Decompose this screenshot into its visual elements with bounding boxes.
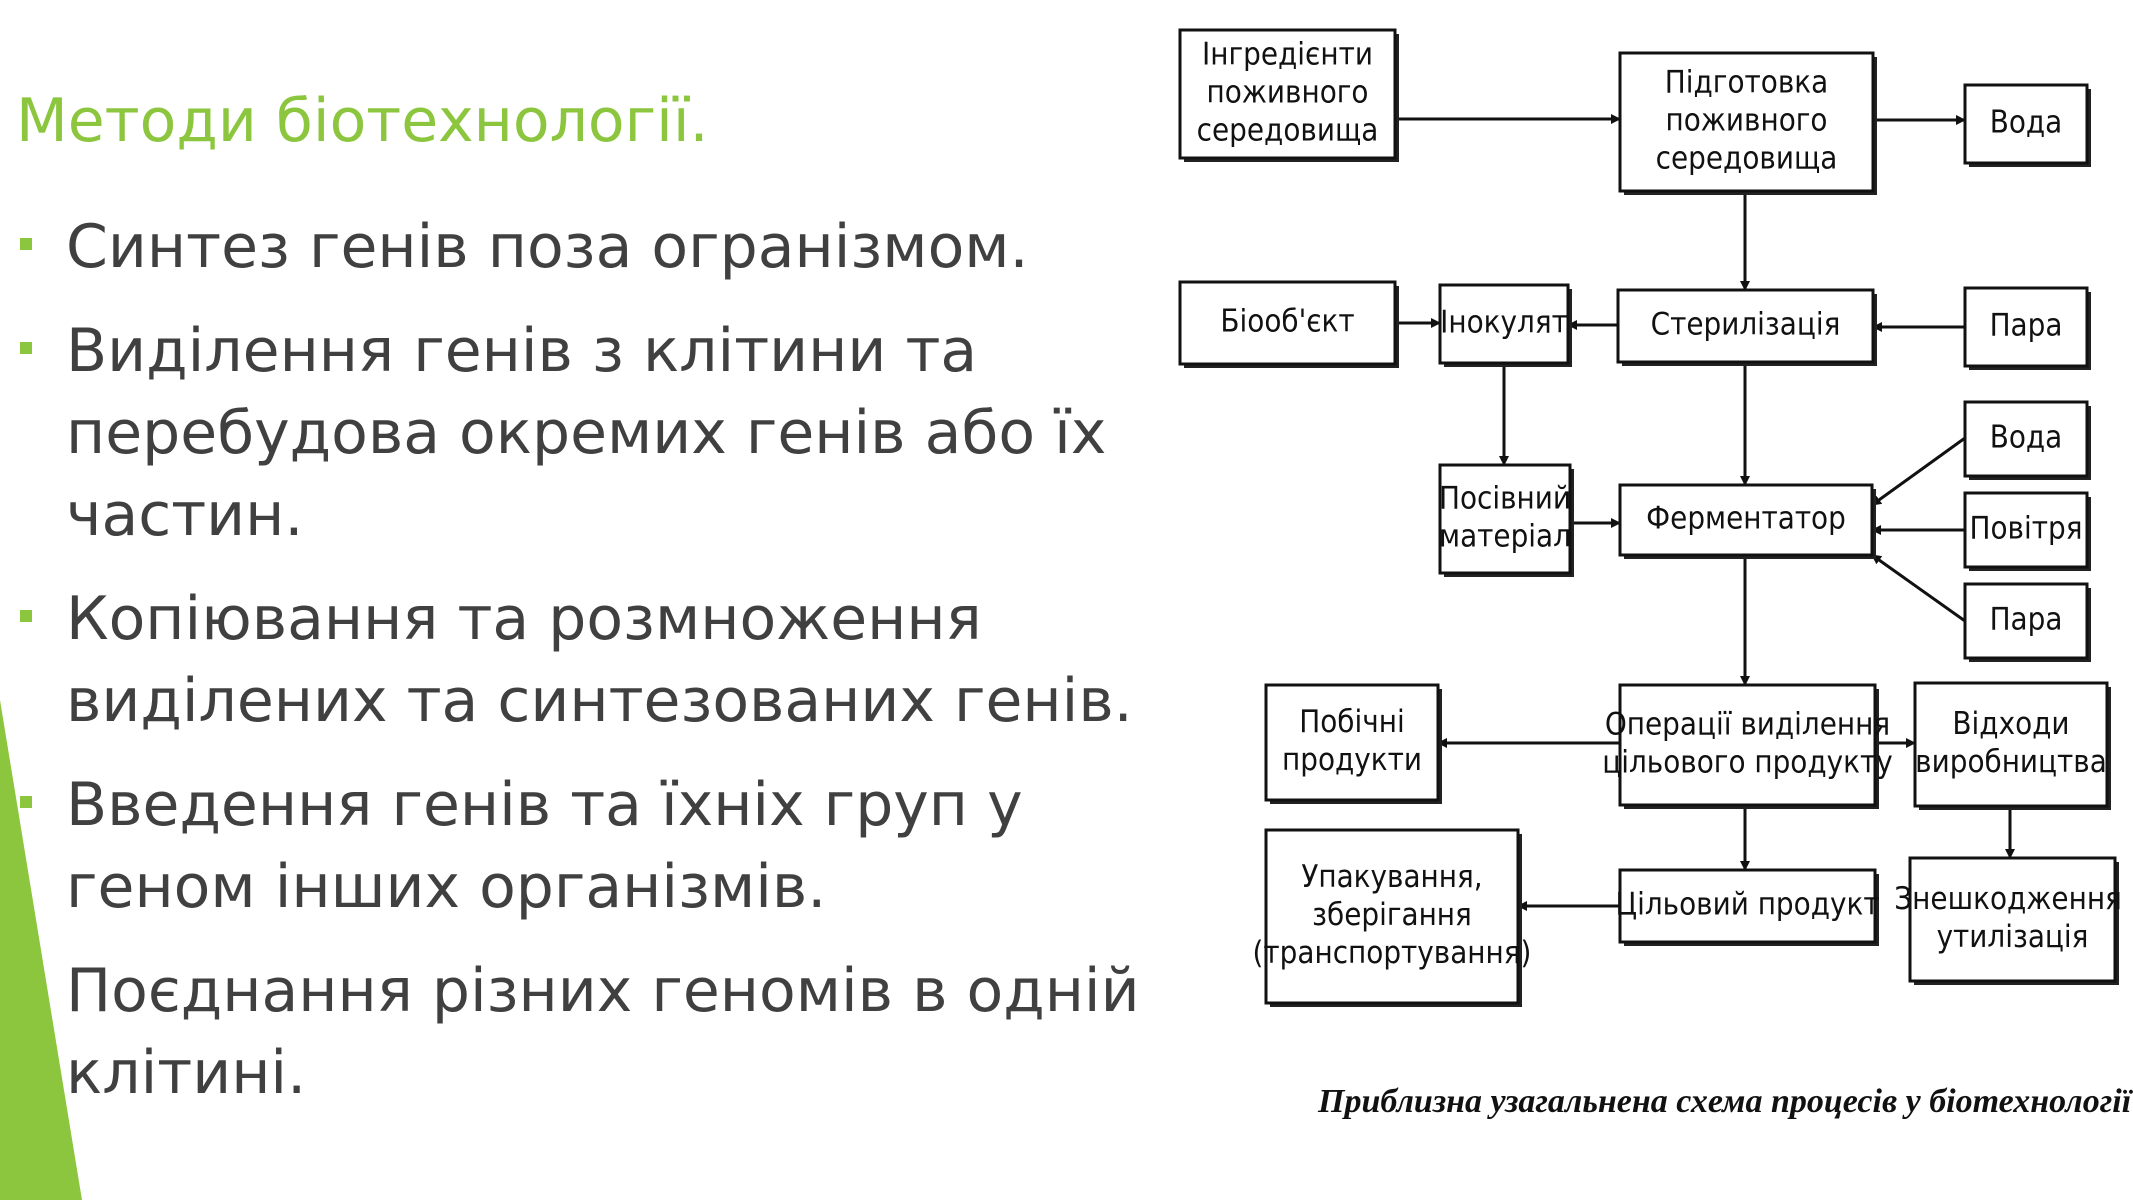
node-label: Цільовий продукт [1615,886,1879,922]
bullet-text: Введення генів та їхніх груп у геном інш… [66,770,1023,922]
flow-node-steam-top: Пара [1963,286,2091,370]
square-bullet-icon [20,342,32,354]
node-box [1264,683,1440,802]
node-label: Упакування, [1301,859,1482,895]
bullet-item: Введення генів та їхніх груп у геном інш… [20,764,1140,928]
node-label: поживного [1207,74,1369,110]
flow-node-packaging: Упакування,зберігання(транспортування) [1253,828,1532,1007]
node-label: (транспортування) [1253,935,1532,971]
flow-node-bioobject: Біооб'єкт [1178,280,1399,368]
flowchart-nodes: ІнгредієнтипоживногосередовищаПідготовка… [1178,28,2120,1007]
flow-node-air: Повітря [1963,491,2091,571]
node-box [1438,283,1570,365]
flow-node-water-mid: Вода [1963,400,2091,480]
node-box [1178,28,1397,160]
node-label: Інокулят [1440,304,1568,340]
node-label: середовища [1656,140,1838,176]
bullet-item: Копіювання та розмноження виділених та с… [20,578,1140,742]
flowchart-canvas: ІнгредієнтипоживногосередовищаПідготовка… [1178,28,2120,1007]
node-label: Вода [1990,104,2063,140]
node-label: Пара [1990,307,2063,343]
node-box [1618,683,1877,807]
flow-node-water-top: Вода [1963,83,2091,167]
bullet-item: Синтез генів поза огранізмом. [20,206,1140,288]
bullet-list: Синтез генів поза огранізмом. Виділення … [20,206,1140,1136]
flow-node-sterilization: Стерилізація [1616,288,1877,366]
node-label: поживного [1666,102,1828,138]
node-label: цільового продукту [1602,744,1893,780]
node-label: продукти [1282,742,1422,778]
bullet-item: Поєднання різних геномів в одній клітині… [20,950,1140,1114]
bullet-text: Поєднання різних геномів в одній клітині… [66,956,1140,1108]
node-box [1178,280,1397,366]
square-bullet-icon [20,610,32,622]
node-box [1618,51,1875,193]
node-label: утилізація [1937,919,2089,955]
node-label: Інгредієнти [1202,36,1373,72]
node-label: Повітря [1970,510,2083,546]
node-box [1908,856,2117,983]
node-label: Знешкодження, [1894,881,2120,917]
node-label: Стерилізація [1651,306,1841,342]
bullet-text: Копіювання та розмноження виділених та с… [66,584,1133,736]
node-box [1913,681,2109,808]
node-label: Біооб'єкт [1220,303,1354,339]
flow-node-fermenter: Ферментатор [1618,483,1876,559]
bullet-text: Синтез генів поза огранізмом. [66,212,1029,282]
square-bullet-icon [20,796,32,808]
node-label: Вода [1990,419,2063,455]
bullet-text: Виділення генів з клітини та перебудова … [66,316,1107,550]
node-label: Операції виділення [1605,706,1890,742]
node-box [1264,828,1520,1005]
diagram-caption: Приблизна узагальнена схема процесів у б… [1318,1083,2132,1120]
node-box [1618,483,1874,557]
node-box [1438,463,1572,575]
node-label: Ферментатор [1646,500,1846,536]
node-box [1616,288,1875,364]
flow-node-neutralization: Знешкодження,утилізація [1894,856,2120,985]
node-label: середовища [1197,112,1379,148]
square-bullet-icon [20,982,32,994]
node-label: матеріал [1439,518,1571,554]
node-label: Побічні [1299,704,1404,740]
node-box [1963,582,2089,660]
node-label: зберігання [1312,897,1472,933]
square-bullet-icon [20,238,32,250]
node-box [1963,400,2089,478]
flow-node-steam-mid: Пара [1963,582,2091,662]
flow-arrow [1871,553,1966,623]
node-label: Пара [1990,601,2063,637]
flowchart-edges [1395,114,2015,911]
flow-arrow [1871,436,1966,507]
slide-title: Методи біотехнології. [16,86,709,156]
node-label: Підготовка [1665,64,1828,100]
node-label: Посівний [1439,480,1571,516]
node-label: Відходи [1952,706,2069,742]
bullet-item: Виділення генів з клітини та перебудова … [20,310,1140,556]
node-box [1963,491,2089,569]
node-label: виробництва [1915,744,2107,780]
node-box [1963,286,2089,368]
decorative-green-wedge [0,700,82,1200]
flow-node-inoculum: Інокулят [1438,283,1572,367]
node-box [1618,868,1877,944]
flow-node-target-product: Цільовий продукт [1615,868,1880,946]
node-box [1963,83,2089,165]
